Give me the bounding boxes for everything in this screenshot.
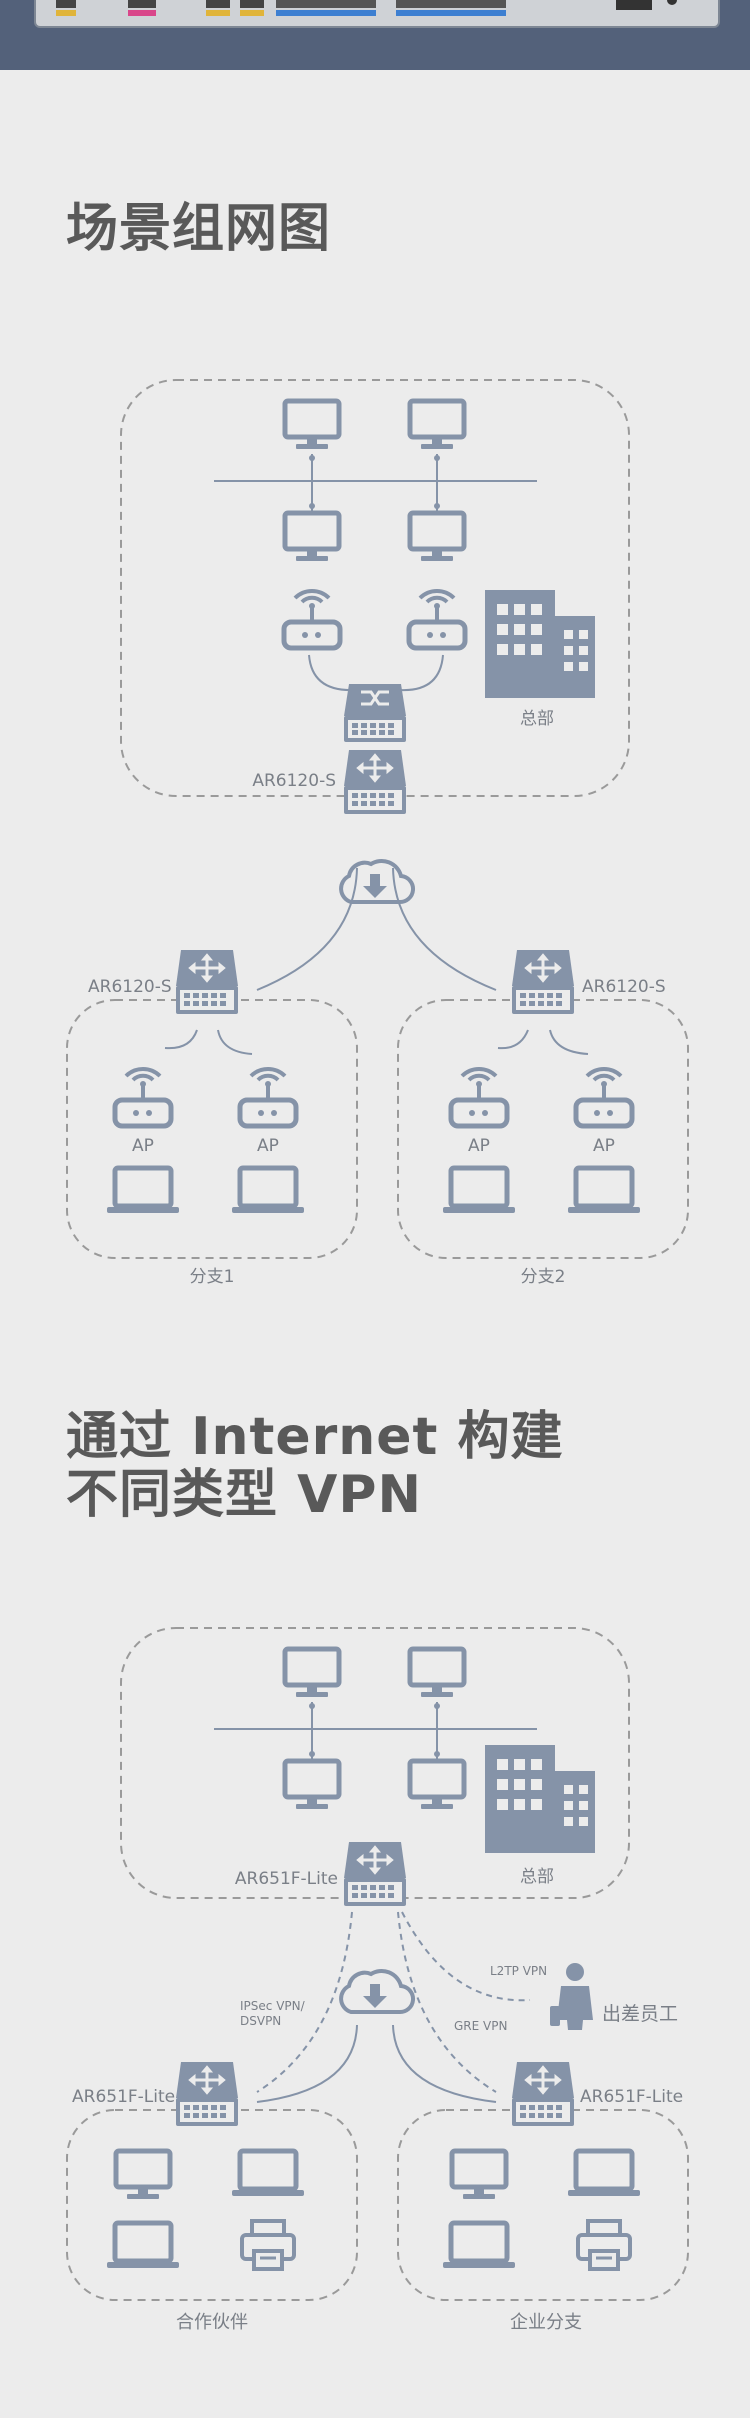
router-icon [174, 2060, 240, 2128]
left-router-label: AR6120-S [88, 977, 172, 997]
cloud-icon [339, 1968, 416, 2015]
gre-vpn-label: GRE VPN [454, 2019, 507, 2033]
monitor-icon [452, 2151, 506, 2199]
monitor-icon [285, 1761, 339, 1809]
router-icon [174, 948, 240, 1016]
section2-title-line2: 不同类型 VPN [66, 1465, 422, 1525]
branch1-zone [66, 999, 358, 1259]
laptop-icon [443, 1168, 515, 1213]
wireless-ap-icon [451, 1069, 507, 1126]
monitor-icon [116, 2151, 170, 2199]
device-ports-graphic [56, 0, 677, 16]
device-front-panel [34, 0, 720, 28]
traveler-label: 出差员工 [602, 2003, 678, 2025]
monitor-icon [410, 401, 464, 449]
right-router-label: AR651F-Lite [580, 2087, 683, 2107]
wireless-ap-icon [284, 591, 340, 648]
left-router-label: AR651F-Lite [72, 2087, 175, 2107]
wireless-ap-icon [240, 1069, 296, 1126]
router-icon [510, 948, 576, 1016]
laptop-icon [107, 2223, 179, 2268]
dsvpn-label: DSVPN [240, 2014, 281, 2028]
monitor-icon [410, 1649, 464, 1697]
wireless-ap-icon [115, 1069, 171, 1126]
traveler-person-icon [550, 1963, 593, 2030]
monitor-icon [285, 401, 339, 449]
printer-icon [240, 2219, 296, 2271]
laptop-icon [232, 1168, 304, 1213]
section2-title-line1: 通过 Internet 构建 [66, 1407, 564, 1467]
branch2-label: 分支2 [521, 1267, 566, 1287]
router-icon [342, 748, 408, 816]
ap-label: AP [257, 1136, 279, 1156]
ap-label: AP [593, 1136, 615, 1156]
ipsec-vpn-label: IPSec VPN/ [240, 1999, 306, 2013]
wireless-ap-icon [576, 1069, 632, 1126]
router-icon [342, 1840, 408, 1908]
hq-label: 总部 [520, 709, 554, 729]
laptop-icon [568, 2151, 640, 2196]
monitor-icon [285, 1649, 339, 1697]
right-router-label: AR6120-S [582, 977, 666, 997]
hq-router-label: AR6120-S [252, 771, 336, 791]
cloud-icon [339, 858, 416, 905]
laptop-icon [107, 1168, 179, 1213]
switch-icon [342, 682, 408, 744]
ap-label: AP [468, 1136, 490, 1156]
branch2-zone [397, 999, 689, 1259]
wireless-ap-icon [409, 591, 465, 648]
partner-label: 合作伙伴 [176, 2312, 248, 2333]
hq-label: 总部 [520, 1867, 554, 1887]
branch1-label: 分支1 [190, 1267, 235, 1287]
enterprise-branch-label: 企业分支 [510, 2312, 582, 2333]
building-icon [485, 590, 595, 698]
section1-title: 场景组网图 [66, 199, 332, 259]
enterprise-branch-zone [397, 2109, 689, 2301]
partner-zone [66, 2109, 358, 2301]
laptop-icon [232, 2151, 304, 2196]
router-icon [510, 2060, 576, 2128]
l2tp-vpn-label: L2TP VPN [490, 1964, 547, 1978]
device-photo-band [0, 0, 750, 70]
ap-label: AP [132, 1136, 154, 1156]
laptop-icon [568, 1168, 640, 1213]
monitor-icon [410, 513, 464, 561]
printer-icon [576, 2219, 632, 2271]
monitor-icon [410, 1761, 464, 1809]
monitor-icon [285, 513, 339, 561]
hq-router-label: AR651F-Lite [235, 1869, 338, 1889]
building-icon [485, 1745, 595, 1853]
laptop-icon [443, 2223, 515, 2268]
hq-zone [120, 379, 630, 797]
